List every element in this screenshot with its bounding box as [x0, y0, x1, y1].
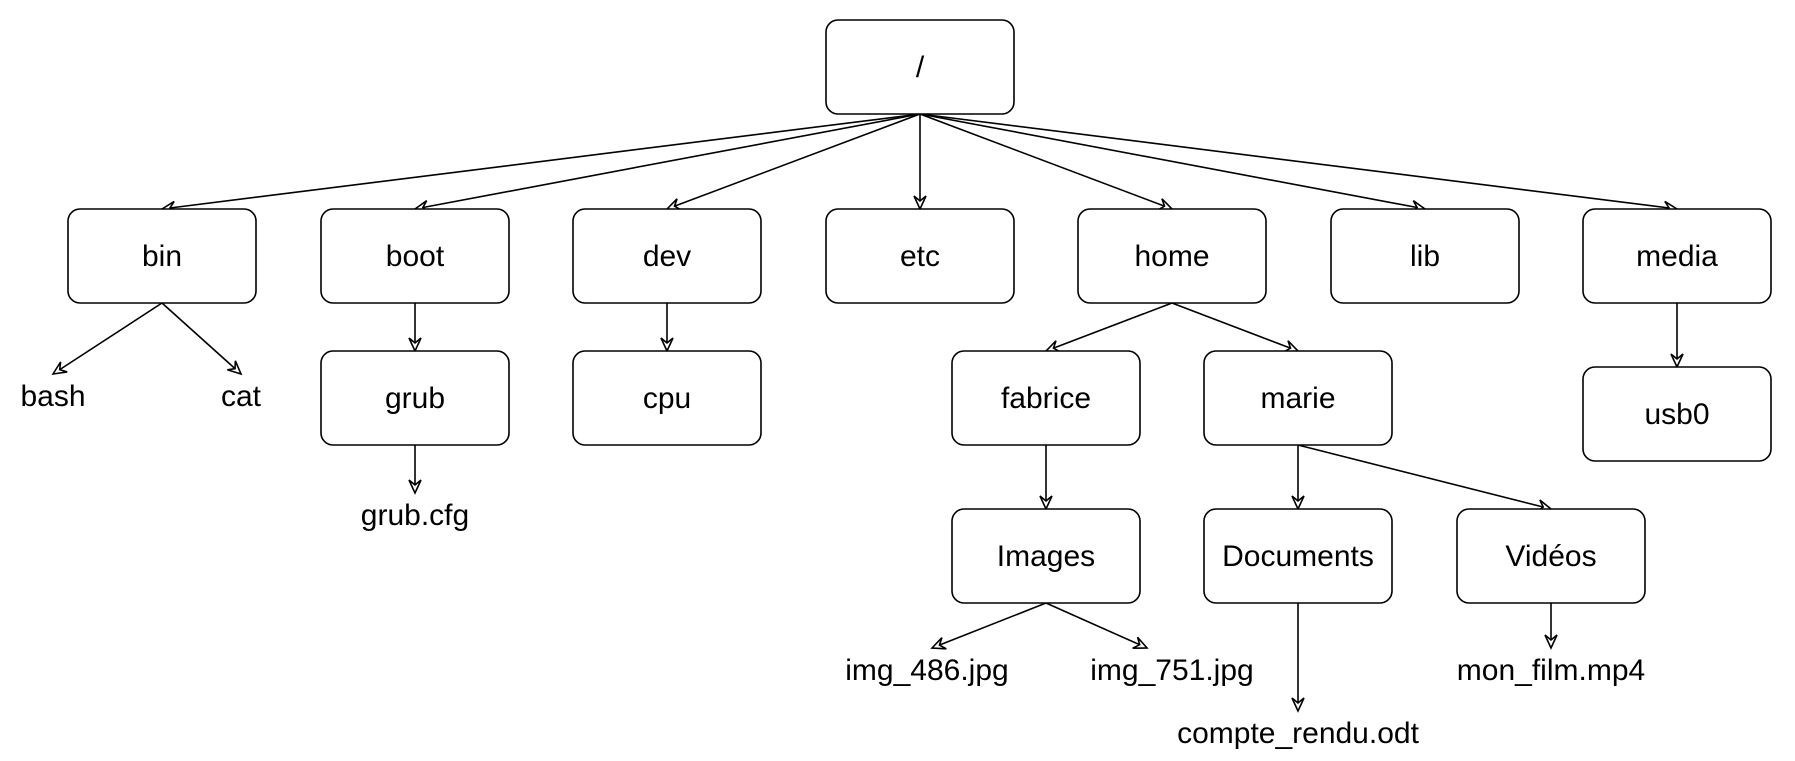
folder-box-fabrice [951, 350, 1141, 446]
file-label-monfilm: mon_film.mp4 [1457, 654, 1645, 687]
folder-label-grub: grub [385, 382, 445, 415]
folder-box-media [1582, 208, 1772, 304]
edge-root-to-media-line [919, 113, 1678, 210]
folder-node-documents: Documents [1203, 508, 1393, 604]
folder-node-boot: boot [320, 208, 510, 304]
folder-label-lib: lib [1410, 240, 1440, 273]
edge-bin-to-bash-line [52, 302, 163, 375]
folder-box-home [1077, 208, 1267, 304]
file-label-grubcfg: grub.cfg [361, 499, 469, 532]
folder-node-home: home [1077, 208, 1267, 304]
edge-images-to-img751-line [1045, 602, 1148, 649]
folder-label-usb0: usb0 [1644, 398, 1709, 431]
folder-box-usb0 [1582, 366, 1772, 462]
folder-node-lib: lib [1330, 208, 1520, 304]
edge-images-to-img751-arrowhead [1132, 636, 1149, 649]
folder-node-media: media [1582, 208, 1772, 304]
edge-media-to-usb0-arrowhead [1670, 353, 1684, 369]
folder-box-images [951, 508, 1141, 604]
edge-documents-to-compterendu-arrowhead [1291, 697, 1305, 713]
edge-grub-to-grubcfg-arrowhead [408, 479, 422, 495]
edge-bin-to-cat-arrowhead [227, 360, 243, 376]
folder-label-media: media [1636, 240, 1718, 273]
nodes-layer: / bin boot dev etc home lib media bash cat grub gru… [20, 19, 1772, 750]
folder-node-etc: etc [825, 208, 1015, 304]
edge-marie-to-documents-arrowhead [1291, 495, 1305, 511]
folder-label-videos: Vidéos [1505, 540, 1596, 573]
folder-label-dev: dev [643, 240, 691, 273]
folder-box-videos [1456, 508, 1646, 604]
folder-node-root: / [825, 19, 1015, 115]
folder-box-lib [1330, 208, 1520, 304]
edge-root-to-lib-line [919, 113, 1426, 210]
folder-label-documents: Documents [1222, 540, 1374, 573]
folder-label-images: Images [997, 540, 1095, 573]
edge-fabrice-to-images-arrowhead [1039, 495, 1053, 511]
folder-node-marie: marie [1203, 350, 1393, 446]
edge-videos-to-monfilm-arrowhead [1544, 634, 1558, 650]
folder-label-root: / [916, 51, 925, 84]
edge-root-to-home-line [919, 113, 1173, 210]
folder-node-cpu: cpu [572, 350, 762, 446]
folder-label-bin: bin [142, 240, 182, 273]
folder-label-etc: etc [900, 240, 940, 273]
file-label-img486: img_486.jpg [845, 654, 1008, 687]
folder-node-videos: Vidéos [1456, 508, 1646, 604]
file-label-cat: cat [221, 380, 262, 413]
edge-root-to-etc-arrowhead [913, 195, 927, 211]
edge-root-to-boot-line [414, 113, 921, 210]
edges-layer [51, 113, 1684, 713]
edge-dev-to-cpu-arrowhead [660, 337, 674, 353]
edge-boot-to-grub-arrowhead [408, 337, 422, 353]
folder-box-marie [1203, 350, 1393, 446]
folder-node-bin: bin [67, 208, 257, 304]
file-label-img751: img_751.jpg [1090, 654, 1253, 687]
folder-node-dev: dev [572, 208, 762, 304]
edge-home-to-fabrice-line [1045, 302, 1173, 352]
file-label-bash: bash [20, 380, 85, 413]
folder-box-dev [572, 208, 762, 304]
edge-bin-to-bash-arrowhead [51, 361, 68, 376]
folder-node-usb0: usb0 [1582, 366, 1772, 462]
folder-label-marie: marie [1260, 382, 1335, 415]
folder-label-cpu: cpu [643, 382, 691, 415]
folder-box-root [825, 19, 1015, 115]
edge-images-to-img486-arrowhead [930, 637, 947, 650]
edge-root-to-dev-line [666, 113, 921, 210]
edge-marie-to-videos-line [1297, 444, 1552, 510]
folder-box-boot [320, 208, 510, 304]
file-label-compterendu: compte_rendu.odt [1177, 717, 1419, 750]
edge-images-to-img486-line [931, 602, 1047, 649]
folder-label-fabrice: fabrice [1001, 382, 1091, 415]
folder-box-documents [1203, 508, 1393, 604]
folder-box-grub [320, 350, 510, 446]
folder-box-bin [67, 208, 257, 304]
edge-home-to-marie-line [1171, 302, 1299, 352]
edge-bin-to-cat-line [161, 302, 242, 375]
folder-node-images: Images [951, 508, 1141, 604]
folder-node-grub: grub [320, 350, 510, 446]
edge-root-to-bin-line [161, 113, 921, 210]
folder-label-boot: boot [386, 240, 445, 273]
folder-node-fabrice: fabrice [951, 350, 1141, 446]
folder-label-home: home [1134, 240, 1209, 273]
folder-box-etc [825, 208, 1015, 304]
folder-box-cpu [572, 350, 762, 446]
